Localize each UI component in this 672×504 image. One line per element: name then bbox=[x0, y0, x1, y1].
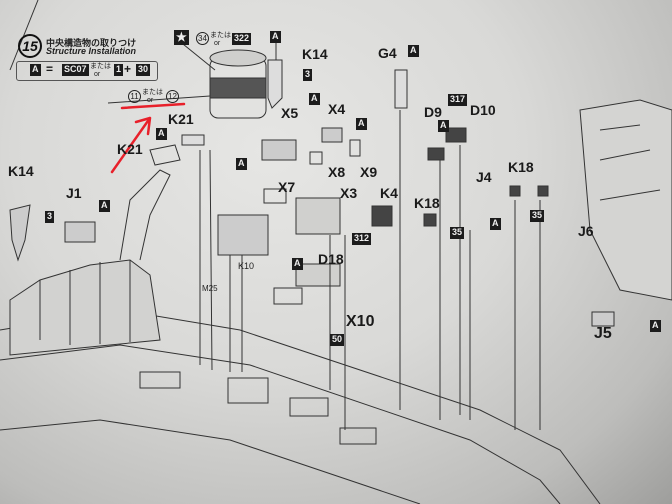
label-k21: K21 bbox=[168, 111, 194, 127]
label-a: A bbox=[292, 258, 303, 270]
legend-plus: + bbox=[124, 62, 132, 76]
label-a: A bbox=[408, 45, 419, 57]
callout-num2: 322 bbox=[232, 33, 252, 45]
legend-option1: SC07 bbox=[62, 64, 89, 76]
step-title-en: Structure Installation bbox=[46, 46, 137, 56]
label-x4: X4 bbox=[328, 101, 346, 117]
callout-num1: 34 bbox=[196, 32, 209, 45]
label-k18: K18 bbox=[414, 195, 440, 211]
label-3: 3 bbox=[45, 211, 55, 223]
label-g4: G4 bbox=[378, 45, 397, 61]
label-a: A bbox=[99, 200, 110, 212]
step-title-jp: 中央構造物の取りつけ bbox=[46, 38, 137, 48]
label-x5: X5 bbox=[281, 105, 299, 121]
label-k14: K14 bbox=[8, 163, 34, 179]
legend-or-jp: または bbox=[90, 63, 111, 70]
label-317: 317 bbox=[448, 94, 468, 106]
label-x8: X8 bbox=[328, 164, 346, 180]
label-35: 35 bbox=[450, 227, 465, 239]
label-x3: X3 bbox=[340, 185, 358, 201]
legend-option2a: 1 bbox=[114, 64, 124, 76]
label-a: A bbox=[309, 93, 320, 105]
choice-or-en: or bbox=[147, 97, 154, 104]
label-x9: X9 bbox=[360, 164, 378, 180]
label-a: A bbox=[236, 158, 247, 170]
legend-equals: = bbox=[46, 62, 54, 76]
label-j1: J1 bbox=[66, 185, 82, 201]
label-312: 312 bbox=[352, 233, 372, 245]
label-a: A bbox=[156, 128, 167, 140]
choice-num1: 11 bbox=[128, 90, 141, 103]
label-d10: D10 bbox=[470, 102, 496, 118]
label-d18: D18 bbox=[318, 251, 344, 267]
label-k18: K18 bbox=[508, 159, 534, 175]
label-m25: M25 bbox=[202, 284, 218, 293]
callout-or-jp: または bbox=[210, 32, 231, 39]
label-k4: K4 bbox=[380, 185, 398, 201]
label-j6: J6 bbox=[578, 223, 594, 239]
part-legend bbox=[16, 61, 158, 81]
label-a: A bbox=[270, 31, 281, 43]
choice-or-jp: または bbox=[142, 89, 163, 96]
choice-num2: 12 bbox=[166, 90, 179, 103]
label-x10: X10 bbox=[346, 313, 375, 330]
callout-or-en: or bbox=[214, 40, 221, 47]
step-number: 15 bbox=[18, 34, 42, 58]
label-j5: J5 bbox=[594, 325, 612, 342]
legend-or-en: or bbox=[94, 71, 101, 78]
star-icon: ★ bbox=[174, 30, 189, 46]
label-x7: X7 bbox=[278, 179, 296, 195]
label-a: A bbox=[356, 118, 367, 130]
red-annotation bbox=[110, 102, 186, 174]
label-3: 3 bbox=[303, 69, 313, 81]
label-k14: K14 bbox=[302, 46, 328, 62]
label-k10: K10 bbox=[238, 261, 255, 271]
label-50: 50 bbox=[330, 334, 345, 346]
legend-part: A bbox=[30, 64, 41, 76]
label-a: A bbox=[650, 320, 661, 332]
label-j4: J4 bbox=[476, 169, 492, 185]
label-d9: D9 bbox=[424, 104, 442, 120]
label-k21: K21 bbox=[117, 141, 143, 157]
legend-option2b: 30 bbox=[136, 64, 151, 76]
label-a: A bbox=[490, 218, 501, 230]
label-35: 35 bbox=[530, 210, 545, 222]
label-a: A bbox=[438, 120, 449, 132]
